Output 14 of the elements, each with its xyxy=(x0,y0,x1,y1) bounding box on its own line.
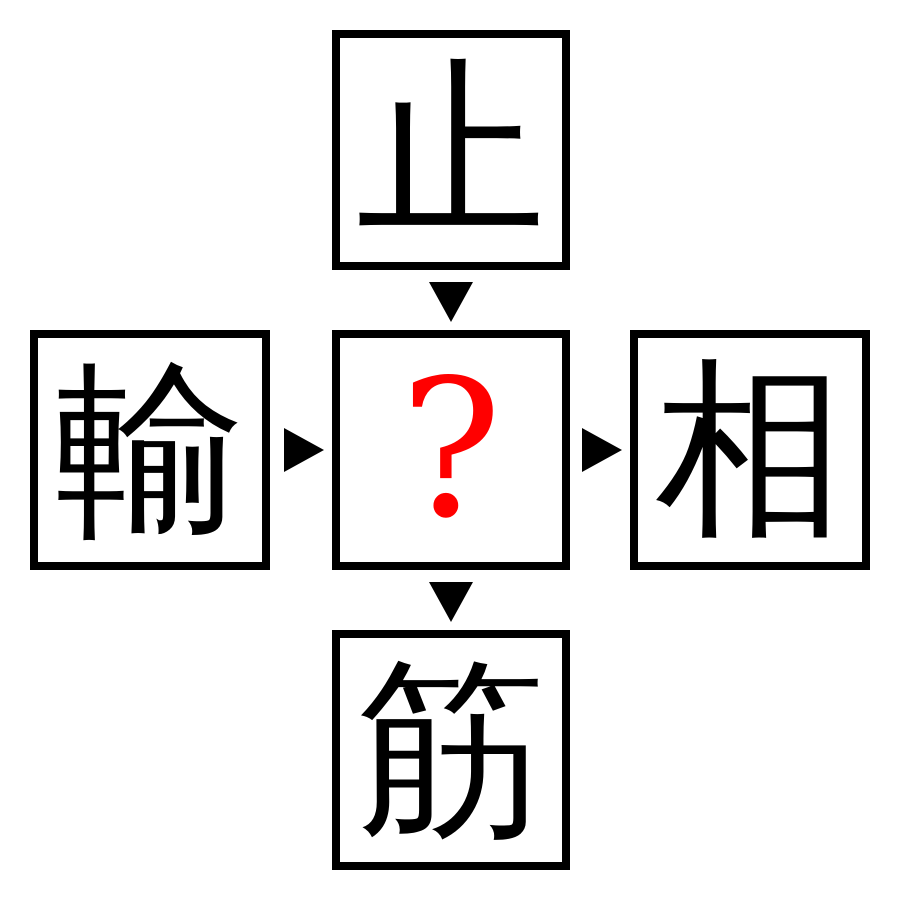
character-box xyxy=(30,330,270,570)
character-box xyxy=(332,630,570,870)
character-box xyxy=(332,330,570,570)
kanji-character: 相 xyxy=(655,355,845,545)
arrow xyxy=(429,582,473,622)
arrow xyxy=(284,428,324,472)
kanji-character: 筋 xyxy=(356,655,546,845)
question-mark: ? xyxy=(400,355,502,545)
character-box xyxy=(332,30,570,270)
kanji-character: 止 xyxy=(356,55,546,245)
arrow xyxy=(582,428,622,472)
kanji-character: 輸 xyxy=(55,355,245,545)
arrow xyxy=(429,282,473,322)
character-box xyxy=(630,330,870,570)
